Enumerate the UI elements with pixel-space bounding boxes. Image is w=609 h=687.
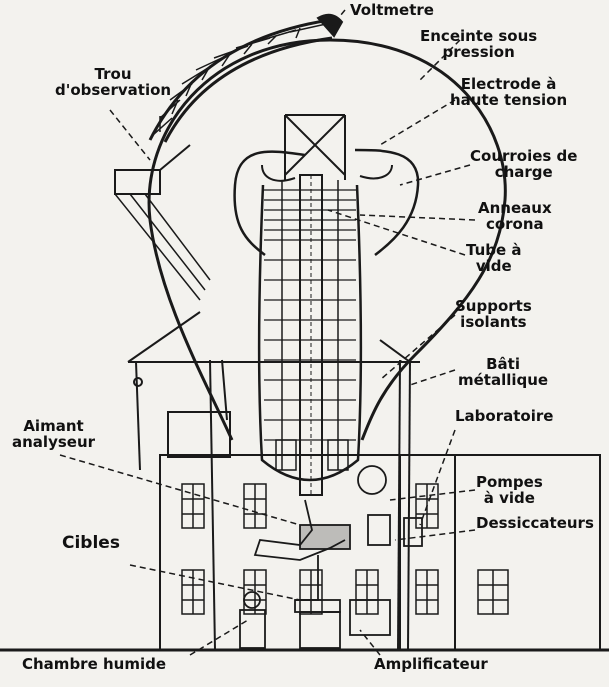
beam-line	[253, 499, 346, 561]
cloud-chamber-stand	[239, 609, 266, 649]
laboratory-building	[0, 411, 609, 652]
frame-leg-left-inner	[221, 359, 228, 421]
column-outline	[257, 184, 363, 482]
reel-wheel	[357, 465, 387, 495]
leader-cibles	[129, 564, 301, 601]
label-chambre: Chambre humide	[22, 655, 167, 673]
platform-rail	[159, 144, 191, 171]
leader-bati	[409, 369, 456, 386]
leader-trou	[109, 109, 151, 161]
leader-lines	[59, 9, 476, 656]
vacuum-tube	[299, 174, 323, 496]
target-bench	[294, 599, 341, 613]
hv-electrode	[233, 148, 420, 256]
truss-lattice	[152, 23, 327, 136]
leader-amplificateur	[359, 629, 381, 656]
observation-platform	[114, 169, 161, 195]
frame-leg-left	[209, 359, 216, 651]
pressure-vessel	[147, 38, 507, 441]
frame-hanger	[135, 361, 141, 471]
target-table	[299, 611, 341, 649]
label-amplificateur: Amplificateur	[374, 655, 488, 673]
analyzing-magnet	[299, 524, 351, 550]
desiccator-right	[403, 517, 423, 547]
frame-brace-right	[379, 339, 411, 363]
frame-hook	[133, 377, 143, 387]
label-cibles: Cibles	[62, 533, 120, 553]
truss-outer-arc	[148, 18, 331, 141]
frame-leg-right-outer	[407, 359, 411, 651]
leader-chambre	[189, 619, 249, 656]
electrode-lips	[261, 164, 393, 182]
leader-laboratoire	[419, 429, 456, 526]
lab-equipment	[239, 465, 423, 649]
frame-brace-left	[127, 311, 201, 363]
target-line	[295, 555, 319, 601]
metal-frame	[114, 144, 420, 651]
leader-aimant	[59, 454, 301, 526]
voltmeter-truss	[148, 13, 344, 143]
belt-pulley-right	[327, 439, 349, 471]
label-dessiccateurs: Dessiccateurs	[476, 514, 594, 532]
corona-rings	[264, 189, 356, 441]
leader-supports	[379, 314, 456, 381]
label-voltmetre: Voltmetre	[350, 1, 434, 19]
leader-courroies	[399, 164, 471, 186]
frame-leg-right	[397, 359, 401, 651]
leader-tube	[327, 209, 466, 256]
platform-struts	[114, 193, 211, 301]
belt-pulley-left	[275, 439, 297, 471]
amplifier-cabinet	[349, 599, 391, 636]
desiccator	[367, 514, 391, 546]
leader-anneaux	[359, 214, 476, 221]
truss-inner-arc	[163, 36, 333, 143]
windows	[181, 483, 509, 615]
electrode-truss	[284, 114, 346, 180]
leader-voltmetre	[329, 9, 346, 29]
label-laboratoire: Laboratoire	[455, 407, 554, 425]
cloud-chamber-operator	[243, 591, 261, 609]
leader-pompes	[389, 489, 476, 501]
leader-dessiccateurs	[394, 529, 476, 541]
leader-electrode	[379, 99, 456, 146]
charging-belts	[275, 174, 349, 496]
